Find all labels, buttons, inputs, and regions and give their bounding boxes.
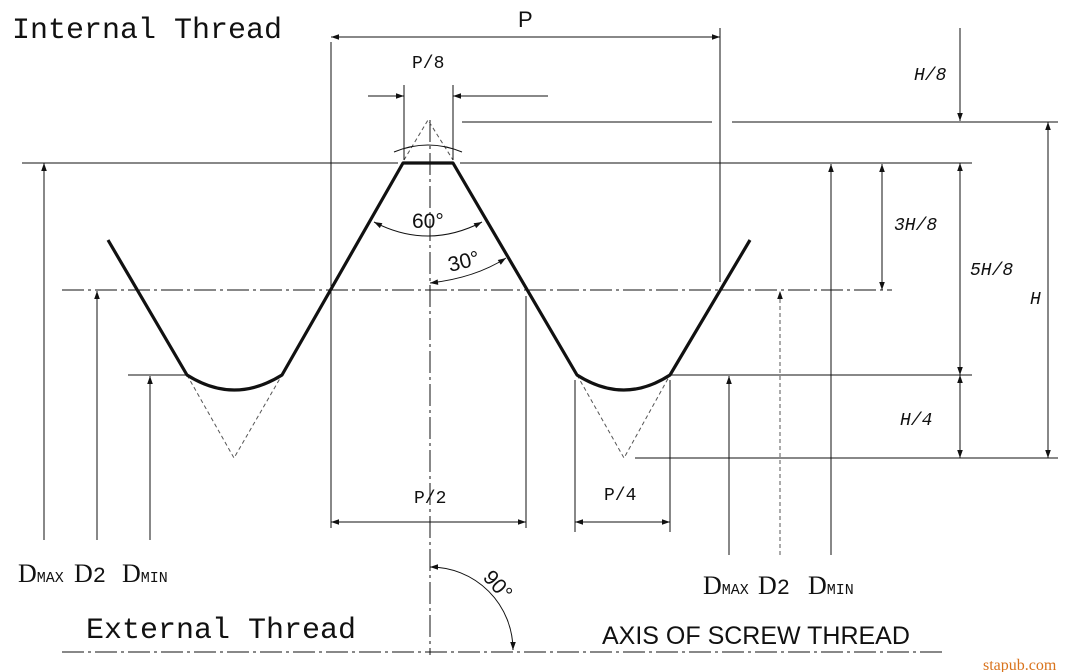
watermark: stapub.com xyxy=(983,657,1057,672)
left-d2-label: D2 xyxy=(74,559,106,589)
fundamental-triangles xyxy=(186,119,671,460)
right-dmax-label: DMAX xyxy=(703,571,749,600)
h3-8-label: 3H/8 xyxy=(894,216,937,236)
pitch-label: P xyxy=(518,7,533,32)
p8-label: P/8 xyxy=(412,54,444,74)
h5-8-label: 5H/8 xyxy=(970,261,1013,281)
angle-60-arc xyxy=(373,221,483,237)
internal-thread-title: Internal Thread xyxy=(12,14,282,48)
angle-30-arc xyxy=(429,257,507,285)
left-dmax-label: DMAX xyxy=(18,559,64,588)
reference-lines xyxy=(22,28,1058,655)
thread-profile xyxy=(106,161,752,392)
p2-label: P/2 xyxy=(414,489,446,509)
right-d2-label: D2 xyxy=(758,571,790,601)
angle-60-label: 60° xyxy=(412,210,444,233)
left-dmin-label: DMIN xyxy=(122,559,168,588)
axis-label: AXIS OF SCREW THREAD xyxy=(602,622,910,650)
external-thread-title: External Thread xyxy=(86,614,356,648)
p4-label: P/4 xyxy=(604,486,636,506)
h-label: H xyxy=(1030,290,1041,310)
h8-label: H/8 xyxy=(914,66,947,86)
h4-label: H/4 xyxy=(900,411,932,431)
angle-90-arc xyxy=(429,564,516,651)
angle-90-label: 90° xyxy=(478,566,516,605)
right-dmin-label: DMIN xyxy=(808,571,854,600)
